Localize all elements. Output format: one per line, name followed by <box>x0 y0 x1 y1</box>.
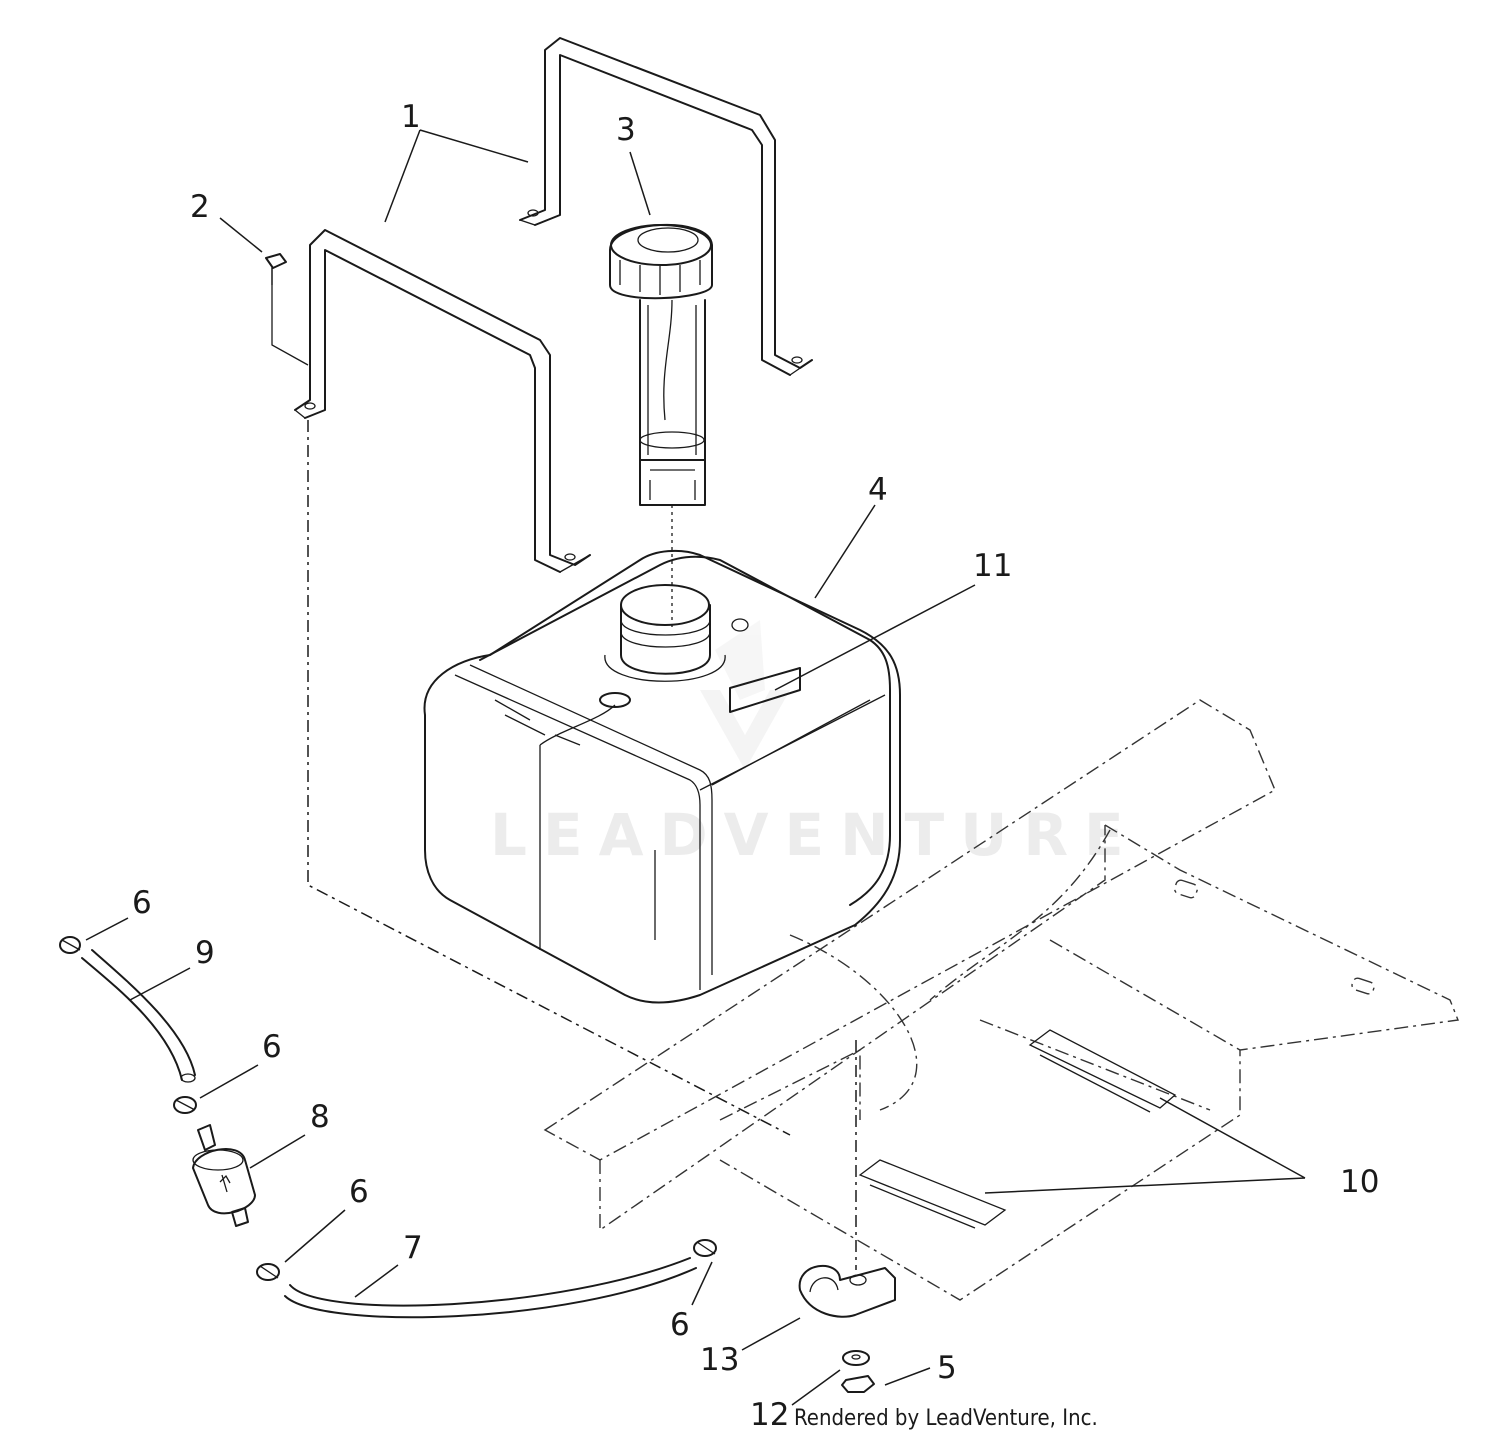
callout-11: 11 <box>973 548 1012 584</box>
washer-part-12 <box>842 1350 870 1366</box>
callout-6a: 6 <box>132 885 152 921</box>
fuel-cap-sender-part-3 <box>609 223 713 630</box>
frame-phantom <box>543 699 1459 1301</box>
leader-lines <box>85 129 1306 1406</box>
callout-4: 4 <box>868 472 888 508</box>
hose-clamp-part-6b <box>173 1096 197 1114</box>
callout-labels: 1 2 3 4 11 6 9 6 8 6 7 10 6 13 5 12 <box>132 99 1379 1433</box>
watermark-text: LEADVENTURE <box>490 801 1140 869</box>
hose-part-9 <box>81 949 196 1083</box>
assembly-line-strap <box>307 420 791 1136</box>
strap-front <box>294 229 591 573</box>
callout-2: 2 <box>190 189 210 225</box>
hose-clamp-part-6a <box>59 936 81 954</box>
clip-bracket-part-13 <box>798 1264 896 1318</box>
callout-12: 12 <box>750 1397 789 1433</box>
watermark-logo <box>700 620 790 770</box>
hose-clamp-part-6c <box>256 1263 280 1281</box>
hose-part-7 <box>284 1257 697 1319</box>
fuel-filter-part-8 <box>192 1124 256 1227</box>
callout-9: 9 <box>195 935 215 971</box>
callout-7: 7 <box>403 1230 423 1266</box>
callout-6c: 6 <box>349 1174 369 1210</box>
callout-8: 8 <box>310 1099 330 1135</box>
bolt-part-2 <box>265 253 309 366</box>
callout-13: 13 <box>700 1342 739 1378</box>
callout-6d: 6 <box>670 1307 690 1343</box>
callout-10: 10 <box>1340 1164 1379 1200</box>
render-credit: Rendered by LeadVenture, Inc. <box>794 1406 1098 1431</box>
callout-6b: 6 <box>262 1029 282 1065</box>
hose-clamp-part-6d <box>693 1239 717 1257</box>
strap-rear <box>519 37 813 376</box>
nut-part-5 <box>841 1375 875 1393</box>
fuel-tank-part-4 <box>423 549 901 1004</box>
callout-5: 5 <box>937 1350 957 1386</box>
callout-1: 1 <box>401 99 421 135</box>
callout-3: 3 <box>616 112 636 148</box>
